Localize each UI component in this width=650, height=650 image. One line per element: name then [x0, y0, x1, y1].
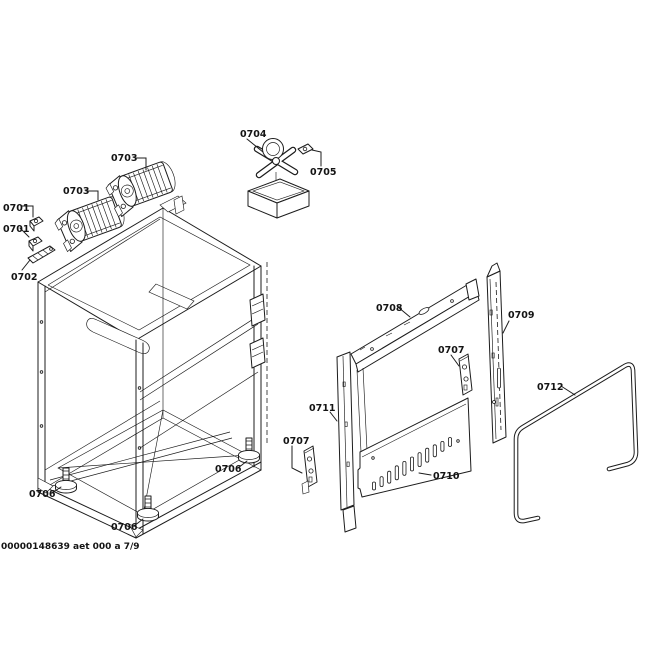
top-panel-opening	[148, 283, 195, 310]
mounting-bracket-strip	[27, 245, 56, 264]
hinge-bracket-lower	[249, 337, 266, 369]
part-label-0710: 0710	[433, 471, 460, 482]
small-bracket-right	[458, 353, 473, 396]
part-label-0703-a: 0703	[63, 186, 89, 197]
leader-lines	[19, 138, 576, 527]
part-label-0701-a: 0701	[3, 203, 29, 214]
back-panel-left-rail	[336, 351, 357, 533]
part-label-0703-b: 0703	[111, 153, 137, 164]
back-panel-top-rail	[350, 278, 480, 373]
hinge-bracket-upper	[249, 293, 266, 327]
part-label-0707-b: 0707	[438, 345, 464, 356]
mounting-clip-2	[28, 236, 43, 252]
front-right-rail	[135, 339, 144, 539]
part-label-0702: 0702	[11, 272, 37, 283]
small-bracket-left	[301, 445, 318, 495]
mounting-clip-1	[29, 216, 44, 232]
leveling-foot-3	[238, 437, 260, 464]
part-label-0707-a: 0707	[283, 436, 309, 447]
retaining-clip	[297, 143, 314, 155]
fan-wheel-assembly	[253, 138, 299, 188]
duct-cover-box	[247, 178, 310, 219]
front-left-rail	[37, 281, 46, 493]
vented-panel	[357, 397, 472, 498]
document-number: 00000148639 aet 000 a 7/9	[1, 542, 140, 552]
part-label-0701-b: 0701	[3, 224, 29, 235]
back-panel-side-flange	[356, 367, 368, 453]
wire-frame-bracket	[513, 362, 639, 524]
part-label-0705: 0705	[310, 167, 336, 178]
part-label-0709: 0709	[508, 310, 534, 321]
part-label-0706-c: 0706	[215, 464, 242, 475]
part-label-0711: 0711	[309, 403, 335, 414]
bottom-right-rail	[135, 461, 262, 539]
fan-motor-cap	[262, 138, 284, 160]
part-label-0712: 0712	[537, 382, 563, 393]
part-label-0704: 0704	[240, 129, 267, 140]
cabinet-frame	[37, 195, 268, 539]
part-label-0708: 0708	[376, 303, 403, 314]
side-rail-right	[486, 262, 507, 444]
part-label-0706-b: 0706	[111, 522, 138, 533]
top-panel-cutout	[86, 318, 150, 354]
leveling-foot-2	[137, 495, 159, 522]
part-label-0706-a: 0706	[29, 489, 56, 500]
